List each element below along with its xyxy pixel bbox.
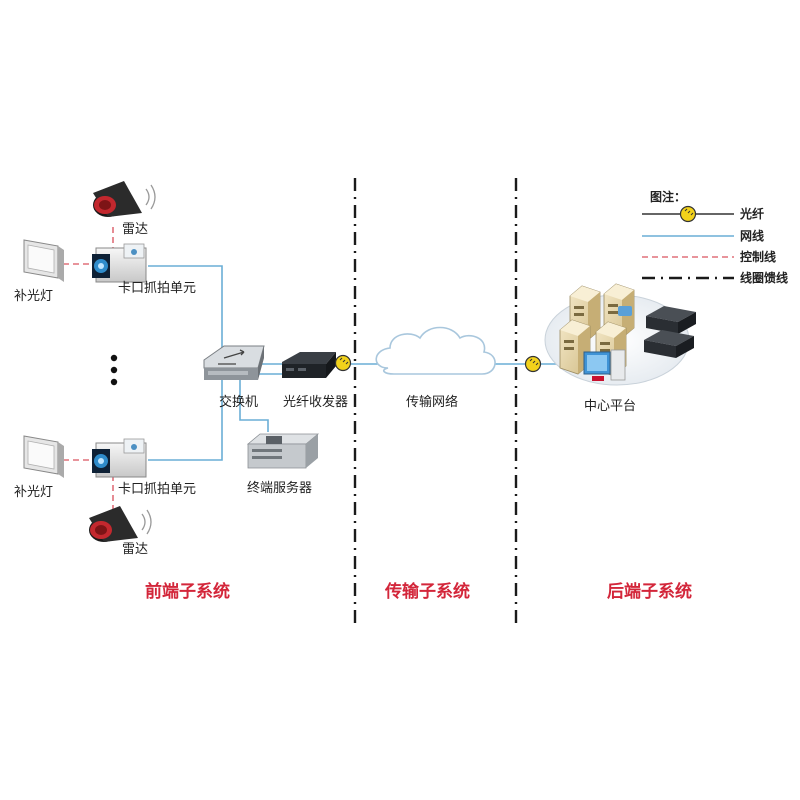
fill-light-bottom (23, 435, 65, 479)
radar-bottom-label: 雷达 (122, 542, 148, 557)
switch-device (203, 345, 265, 380)
network-cloud (375, 326, 496, 375)
storage-device (644, 306, 696, 358)
legend-title: 图注： (650, 189, 686, 204)
capture-unit-top (91, 243, 147, 283)
transmission-subsystem-label: 传输子系统 (384, 581, 470, 602)
fill-light-bottom-label: 补光灯 (14, 485, 53, 500)
fill-light-top (23, 239, 65, 283)
server-cluster (559, 283, 635, 377)
legend-loop-label: 线圈馈线 (740, 270, 788, 285)
capture-unit-bottom (91, 438, 147, 478)
radar-top (92, 180, 156, 218)
workstation-monitor (583, 349, 626, 381)
legend-fiber-label: 光纤 (739, 206, 764, 221)
network-label: 传输网络 (406, 394, 458, 410)
legend-control-label: 控制线 (740, 249, 776, 264)
fiber-transceiver-device (282, 352, 336, 378)
legend-network-label: 网线 (740, 228, 764, 243)
center-platform-label: 中心平台 (584, 399, 636, 414)
capture-unit-bottom-label: 卡口抓拍单元 (118, 482, 196, 497)
more-units-ellipsis (110, 354, 118, 386)
transceiver-label: 光纤收发器 (283, 394, 348, 410)
terminal-server-device (246, 433, 320, 469)
fill-light-top-label: 补光灯 (14, 289, 53, 304)
terminal-server-label: 终端服务器 (247, 480, 312, 496)
fiber-connector-icon (334, 354, 352, 372)
switch-label: 交换机 (219, 394, 258, 410)
front-subsystem-label: 前端子系统 (145, 581, 230, 602)
fiber-connector-back-icon (524, 355, 542, 373)
radar-top-label: 雷达 (122, 222, 148, 237)
control-lines (63, 227, 114, 510)
capture-unit-top-label: 卡口抓拍单元 (118, 281, 196, 296)
legend: 图注： 光纤 网线 控制线 线圈馈线 (642, 189, 788, 285)
legend-fiber-connector-icon (679, 205, 697, 223)
back-subsystem-label: 后端子系统 (607, 581, 692, 602)
radar-bottom (88, 505, 152, 543)
